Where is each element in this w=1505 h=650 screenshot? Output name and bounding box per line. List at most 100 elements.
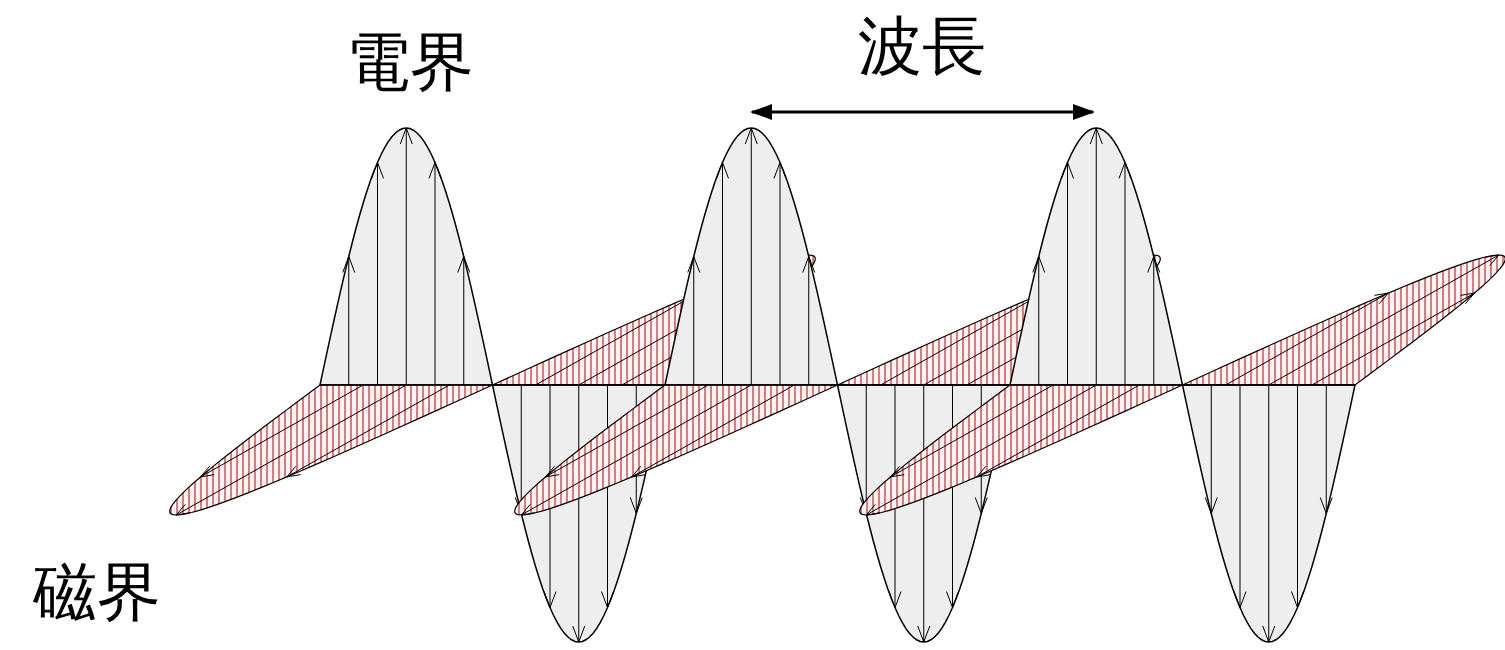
arrow-head bbox=[1234, 592, 1246, 608]
magnetic-vector bbox=[1226, 293, 1389, 385]
electric-lobe bbox=[665, 128, 838, 385]
electric-vector bbox=[866, 385, 867, 514]
electric-vector bbox=[693, 257, 694, 386]
arrow-head bbox=[1263, 626, 1275, 642]
arrow-head bbox=[602, 592, 614, 608]
electric-vector bbox=[1096, 128, 1097, 385]
electric-lobe-outline bbox=[1010, 128, 1183, 385]
electric-vector bbox=[1125, 162, 1126, 385]
arrow-head bbox=[1292, 592, 1304, 608]
arrow-head bbox=[176, 504, 190, 515]
arrow-head bbox=[745, 128, 757, 144]
electric-vector bbox=[923, 385, 924, 642]
arrow-head bbox=[573, 626, 585, 642]
arrow-head bbox=[975, 498, 987, 514]
wavelength-label-wrap: 波長 bbox=[858, 11, 986, 81]
arrow-head bbox=[458, 257, 470, 273]
magnetic-vector bbox=[866, 385, 1096, 515]
electric-vector bbox=[463, 257, 464, 386]
arrow-head bbox=[545, 466, 559, 477]
arrow-head bbox=[287, 466, 301, 477]
electric-vector bbox=[780, 162, 781, 385]
electric-lobe bbox=[320, 128, 493, 385]
wavelength-line bbox=[752, 111, 1093, 114]
electric-field-label: 電界 bbox=[346, 27, 474, 97]
magnetic-lobe bbox=[515, 385, 838, 515]
magnetic-vector bbox=[521, 385, 751, 515]
electric-vector bbox=[1067, 162, 1068, 385]
arrow-head bbox=[630, 498, 642, 514]
magnetic-lobe bbox=[1183, 255, 1505, 385]
arrow-head bbox=[521, 504, 535, 515]
propagation-axis bbox=[320, 384, 1355, 386]
electric-vector bbox=[1326, 385, 1327, 514]
arrow-head bbox=[889, 592, 901, 608]
electric-vector bbox=[435, 162, 436, 385]
arrow-head bbox=[947, 592, 959, 608]
magnetic-lobe-outline bbox=[860, 385, 1183, 515]
magnetic-vector bbox=[176, 385, 406, 515]
electric-field bbox=[320, 128, 1355, 642]
magnetic-lobe-outline bbox=[170, 385, 493, 515]
electric-vector bbox=[1211, 385, 1212, 514]
electric-field-label-wrap: 電界 bbox=[346, 27, 474, 97]
magnetic-lobe-outline bbox=[515, 385, 838, 515]
arrow-head bbox=[200, 466, 214, 477]
electric-lobe bbox=[1010, 128, 1183, 385]
arrow-head bbox=[372, 162, 384, 178]
electric-vector bbox=[521, 385, 522, 514]
electric-vector bbox=[1240, 385, 1241, 608]
arrow-head bbox=[918, 626, 930, 642]
arrow-head bbox=[400, 128, 412, 144]
arrow-head bbox=[429, 162, 441, 178]
arrow-head bbox=[1485, 255, 1499, 266]
magnetic-field-back bbox=[493, 255, 1505, 385]
arrow-head bbox=[803, 257, 815, 273]
magnetic-vector bbox=[890, 385, 1053, 477]
magnetic-vector bbox=[200, 385, 363, 477]
arrow-head bbox=[1090, 128, 1102, 144]
arrow-head bbox=[890, 466, 904, 477]
electric-vector bbox=[751, 128, 752, 385]
arrow-head bbox=[1073, 104, 1095, 120]
magnetic-vector bbox=[977, 385, 1140, 477]
magnetic-field-front bbox=[170, 385, 1183, 515]
arrow-head bbox=[1205, 498, 1217, 514]
arrow-head bbox=[774, 162, 786, 178]
arrow-head bbox=[1148, 257, 1160, 273]
arrow-head bbox=[343, 257, 355, 273]
electric-vector bbox=[406, 128, 407, 385]
electric-vector bbox=[1297, 385, 1298, 608]
magnetic-field-label: 磁界 bbox=[33, 557, 161, 627]
arrow-head bbox=[544, 592, 556, 608]
wavelength-arrow bbox=[750, 104, 1095, 120]
magnetic-field-label-wrap: 磁界 bbox=[33, 557, 161, 627]
magnetic-vector bbox=[545, 385, 708, 477]
electric-vector bbox=[578, 385, 579, 642]
arrow-head bbox=[866, 504, 880, 515]
magnetic-vector bbox=[1269, 255, 1499, 385]
electric-vector bbox=[952, 385, 953, 608]
electric-vector bbox=[377, 162, 378, 385]
electric-vector bbox=[808, 257, 809, 386]
electric-lobe bbox=[1183, 385, 1356, 642]
arrow-head bbox=[750, 104, 772, 120]
magnetic-lobe bbox=[860, 385, 1183, 515]
arrow-head bbox=[1119, 162, 1131, 178]
electric-lobe-outline bbox=[320, 128, 493, 385]
magnetic-vector bbox=[632, 385, 795, 477]
arrow-head bbox=[632, 466, 646, 477]
electric-vector bbox=[1153, 257, 1154, 386]
arrow-head bbox=[977, 466, 991, 477]
arrow-head bbox=[1374, 293, 1388, 304]
arrow-head bbox=[1033, 257, 1045, 273]
electric-vector bbox=[348, 257, 349, 386]
magnetic-lobe bbox=[170, 385, 493, 515]
electric-lobe-outline bbox=[665, 128, 838, 385]
electric-vector bbox=[607, 385, 608, 608]
arrow-head bbox=[1461, 293, 1475, 304]
wavelength-label: 波長 bbox=[858, 11, 986, 81]
electric-vector bbox=[1038, 257, 1039, 386]
arrow-head bbox=[688, 257, 700, 273]
